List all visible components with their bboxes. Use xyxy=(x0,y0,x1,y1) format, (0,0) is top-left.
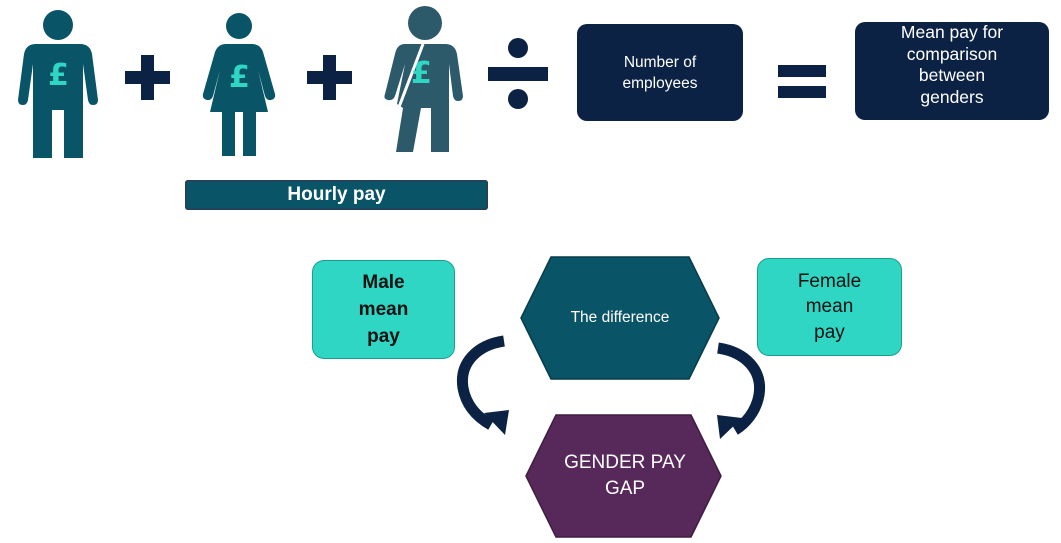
difference-hexagon xyxy=(520,256,720,380)
mean-pay-result-box: Mean pay for comparison between genders xyxy=(855,22,1049,120)
number-of-employees-box: Number of employees xyxy=(577,24,743,121)
pound-symbol: £ xyxy=(411,56,432,91)
male-mean-pay-label: Male mean pay xyxy=(358,272,409,347)
female-mean-pay-label: Female mean pay xyxy=(797,270,862,343)
male-mean-pay-box: Male mean pay xyxy=(312,260,455,359)
plus-icon xyxy=(307,55,352,100)
curved-arrow-icon xyxy=(455,333,515,438)
male-figure-icon: £ xyxy=(18,8,98,160)
female-figure-icon: £ xyxy=(202,12,276,158)
pound-symbol: £ xyxy=(48,58,69,93)
gender-pay-gap-hexagon xyxy=(525,414,722,538)
plus-icon xyxy=(125,55,170,100)
mean-pay-result-label: Mean pay for comparison between genders xyxy=(900,22,1004,107)
equals-icon xyxy=(778,65,826,98)
non-binary-figure-icon: £ xyxy=(383,4,463,154)
curved-arrow-icon xyxy=(715,340,775,445)
female-mean-pay-box: Female mean pay xyxy=(757,258,902,356)
pound-symbol: £ xyxy=(229,60,250,95)
hourly-pay-label: Hourly pay xyxy=(185,180,488,210)
gender-pay-gap-label: GENDER PAY GAP xyxy=(564,452,686,499)
divide-icon xyxy=(488,38,548,110)
difference-label: The difference xyxy=(570,309,670,326)
number-of-employees-label: Number of employees xyxy=(622,53,698,92)
